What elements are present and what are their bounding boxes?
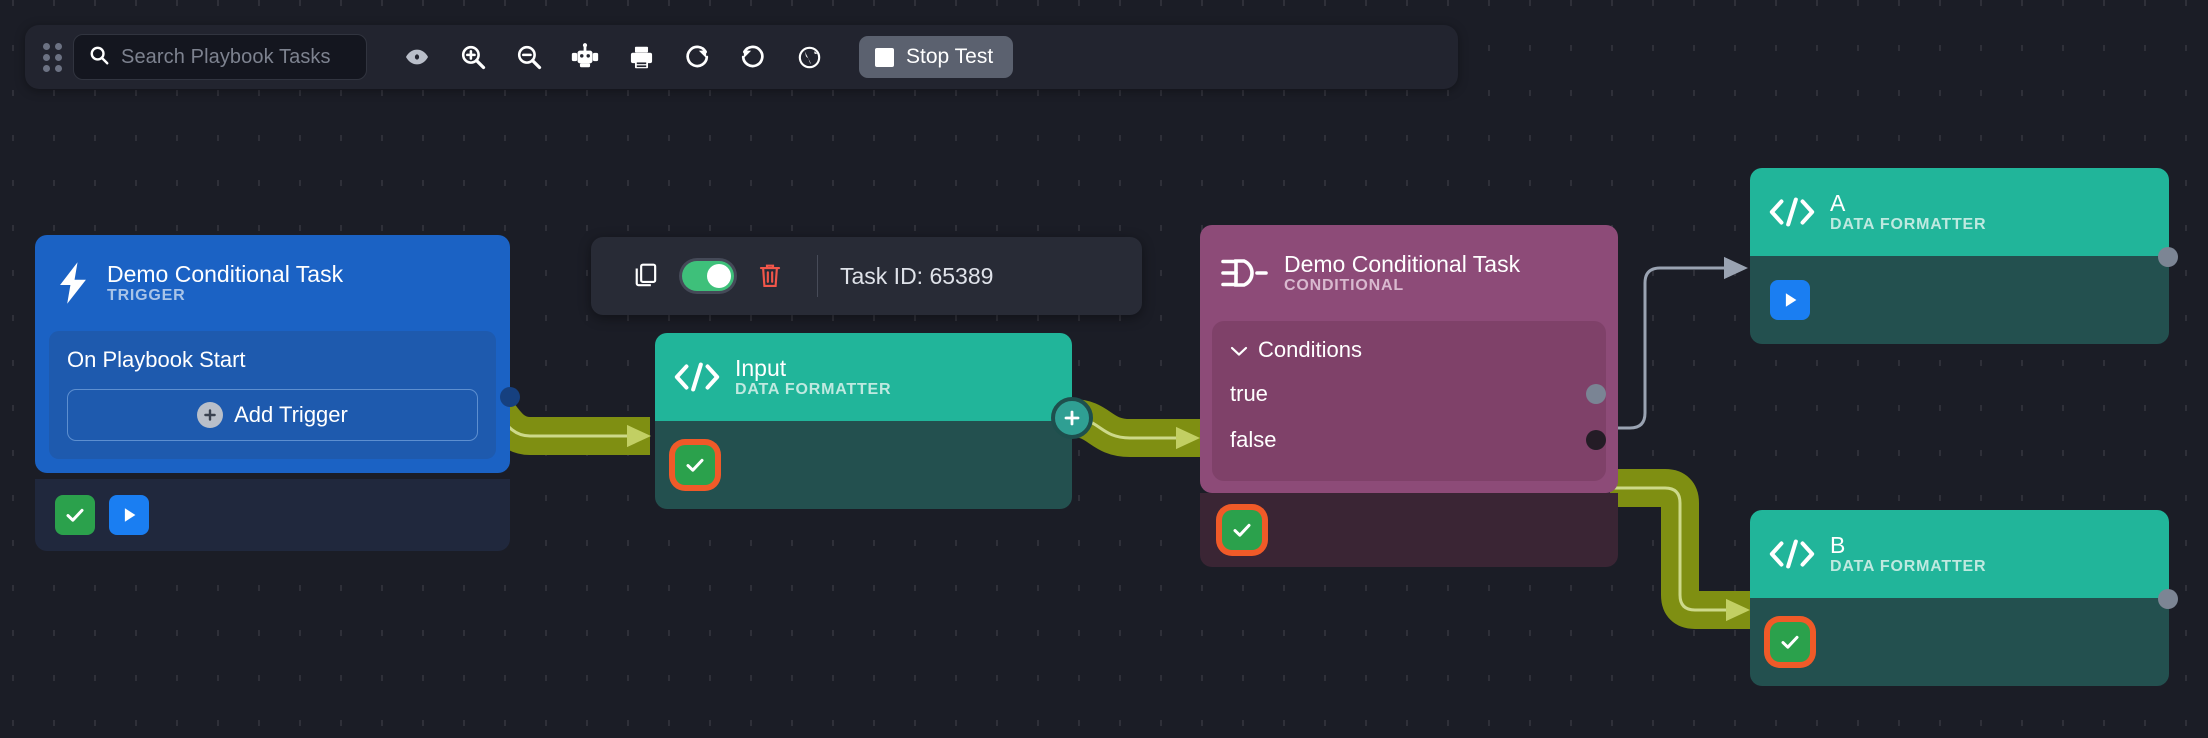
copy-icon[interactable] <box>615 250 677 302</box>
node-b-subtitle: DATA FORMATTER <box>1830 557 1987 575</box>
node-trigger-body: On Playbook Start Add Trigger <box>35 331 510 473</box>
search-input[interactable]: Search Playbook Tasks <box>73 34 367 80</box>
node-input-body <box>655 421 1072 509</box>
code-brackets-icon <box>1768 537 1816 571</box>
conditions-panel: Conditions true false <box>1212 321 1606 481</box>
node-trigger-footer <box>35 479 510 551</box>
globe-icon[interactable] <box>781 33 837 81</box>
conditions-label: Conditions <box>1258 337 1362 362</box>
node-b-output-port[interactable] <box>2158 589 2178 609</box>
drag-dots-icon[interactable] <box>39 42 65 72</box>
node-a-body <box>1750 256 2169 344</box>
code-brackets-icon <box>1768 195 1816 229</box>
node-conditional-title: Demo Conditional Task <box>1284 250 1521 277</box>
node-a-title: A <box>1830 189 1846 216</box>
trigger-event-label: On Playbook Start <box>67 347 246 372</box>
lightning-bolt-icon <box>53 261 93 305</box>
trigger-panel: On Playbook Start Add Trigger <box>49 331 496 459</box>
task-id-label: Task ID: 65389 <box>840 262 994 289</box>
add-trigger-button[interactable]: Add Trigger <box>67 389 478 441</box>
playbook-toolbar[interactable]: Search Playbook Tasks <box>25 25 1458 89</box>
eye-icon[interactable] <box>389 33 445 81</box>
undo-icon[interactable] <box>725 33 781 81</box>
condition-false-label: false <box>1230 427 1277 452</box>
node-conditional[interactable]: Demo Conditional Task CONDITIONAL Condit… <box>1200 225 1618 567</box>
node-input-header[interactable]: Input DATA FORMATTER <box>655 333 1072 421</box>
code-brackets-icon <box>673 360 721 394</box>
node-a-subtitle: DATA FORMATTER <box>1830 215 1987 233</box>
printer-icon[interactable] <box>613 33 669 81</box>
node-trigger[interactable]: Demo Conditional Task TRIGGER On Playboo… <box>35 235 520 551</box>
condition-false-port[interactable] <box>1586 430 1606 450</box>
stop-square-icon <box>875 47 894 67</box>
condition-branch-true[interactable]: true <box>1216 371 1606 417</box>
plus-circle-icon <box>197 402 224 428</box>
robot-icon[interactable] <box>557 33 613 81</box>
node-input[interactable]: Input DATA FORMATTER <box>655 333 1093 509</box>
node-conditional-footer <box>1200 493 1618 567</box>
node-b-title: B <box>1830 531 1846 558</box>
chevron-down-icon <box>1230 337 1248 363</box>
node-conditional-body: Conditions true false <box>1200 321 1618 493</box>
trash-icon[interactable] <box>739 250 801 302</box>
add-node-button[interactable] <box>1051 397 1093 439</box>
redo-icon[interactable] <box>669 33 725 81</box>
node-b-header[interactable]: B DATA FORMATTER <box>1750 510 2169 598</box>
search-placeholder: Search Playbook Tasks <box>121 45 331 68</box>
run-chip[interactable] <box>109 495 149 535</box>
zoom-out-icon[interactable] <box>501 33 557 81</box>
node-trigger-subtitle: TRIGGER <box>107 286 186 304</box>
zoom-in-icon[interactable] <box>445 33 501 81</box>
node-trigger-title: Demo Conditional Task <box>107 260 344 287</box>
node-trigger-header[interactable]: Demo Conditional Task TRIGGER <box>35 235 510 331</box>
toolbar-divider <box>817 255 818 297</box>
condition-branch-false[interactable]: false <box>1216 417 1606 463</box>
status-success-chip[interactable] <box>1770 622 1810 662</box>
node-a-output-port[interactable] <box>2158 247 2178 267</box>
node-b[interactable]: B DATA FORMATTER <box>1750 510 2178 686</box>
node-conditional-header[interactable]: Demo Conditional Task CONDITIONAL <box>1200 225 1618 321</box>
node-a[interactable]: A DATA FORMATTER <box>1750 168 2178 344</box>
node-a-header[interactable]: A DATA FORMATTER <box>1750 168 2169 256</box>
logic-gate-icon <box>1218 255 1270 291</box>
edge-conditional-true-to-a[interactable] <box>1610 256 1748 430</box>
stop-test-button[interactable]: Stop Test <box>859 36 1014 78</box>
node-b-body <box>1750 598 2169 686</box>
node-input-title: Input <box>735 354 787 381</box>
search-icon <box>88 44 110 71</box>
node-conditional-subtitle: CONDITIONAL <box>1284 276 1404 294</box>
condition-true-port[interactable] <box>1586 384 1606 404</box>
status-success-chip[interactable] <box>1222 510 1262 550</box>
node-action-toolbar[interactable]: Task ID: 65389 <box>591 237 1142 315</box>
status-success-chip[interactable] <box>55 495 95 535</box>
add-trigger-label: Add Trigger <box>234 402 348 427</box>
run-chip[interactable] <box>1770 280 1810 320</box>
status-success-chip[interactable] <box>675 445 715 485</box>
enable-toggle[interactable] <box>677 250 739 302</box>
edge-conditional-false-to-b[interactable] <box>1610 469 1750 629</box>
stop-test-label: Stop Test <box>906 45 994 68</box>
node-input-subtitle: DATA FORMATTER <box>735 380 892 398</box>
trigger-output-port[interactable] <box>500 387 520 407</box>
conditions-toggle[interactable]: Conditions <box>1216 333 1602 371</box>
condition-true-label: true <box>1230 381 1268 406</box>
